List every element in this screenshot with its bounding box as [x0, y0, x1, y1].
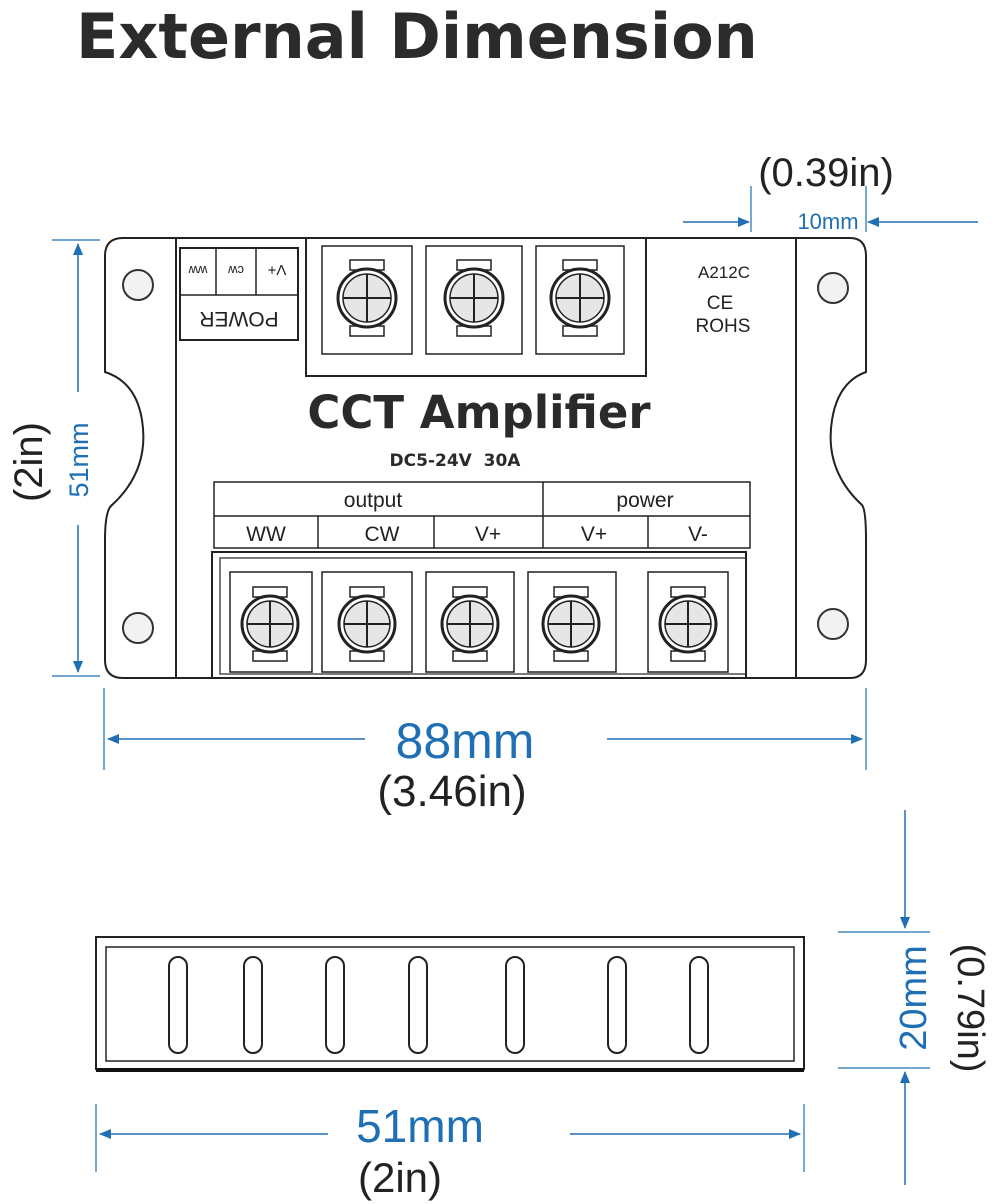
screw-terminal-icon [240, 586, 300, 662]
dim-bottom-in: (3.46in) [377, 767, 526, 816]
screw-terminal-icon [440, 586, 500, 662]
power-label-text: POWER [199, 307, 278, 330]
dimension-side-height: 20mm (0.79in) [838, 810, 991, 1185]
side-housing-outline [95, 936, 805, 1070]
power-group-label: power [616, 489, 673, 512]
model-number: A212C [698, 263, 750, 282]
ventilation-slot [325, 956, 345, 1054]
top-screw-group [336, 259, 611, 337]
ventilation-slot [408, 956, 428, 1054]
ventilation-slot [168, 956, 188, 1054]
power-terminal-label: V+ [267, 261, 286, 278]
dim-side-height-mm: 20mm [893, 945, 935, 1051]
ventilation-slot [607, 956, 627, 1054]
dim-bottom-mm: 88mm [396, 713, 535, 769]
side-housing-inner [105, 946, 795, 1062]
dim-left-mm: 51mm [64, 422, 94, 497]
ventilation-slot-group [168, 956, 709, 1054]
dimension-left-height: 51mm (2in) [7, 239, 100, 677]
screw-terminal-icon [443, 259, 505, 337]
screw-terminal-icon [658, 586, 718, 662]
bottom-screw-group [240, 586, 718, 662]
ventilation-slot [505, 956, 525, 1054]
screw-terminal-icon [549, 259, 611, 337]
dimension-top-width: 10mm (0.39in) [683, 151, 978, 234]
terminal-label-vplus: V+ [581, 523, 607, 546]
screw-terminal-icon [337, 586, 397, 662]
terminal-label-vminus: V- [688, 523, 708, 546]
mounting-hole-top-left [122, 269, 154, 301]
ce-mark: CE [707, 293, 733, 314]
dim-top-in: (0.39in) [758, 151, 894, 195]
dim-side-height-in: (0.79in) [949, 944, 991, 1073]
terminal-label-table: output power WW CW V+ V+ V- [213, 481, 751, 549]
dim-side-width-in: (2in) [358, 1154, 442, 1201]
ventilation-slot [243, 956, 263, 1054]
dim-top-mm: 10mm [797, 209, 858, 234]
dim-left-in: (2in) [7, 422, 51, 502]
screw-terminal-icon [336, 259, 398, 337]
ventilation-slot [689, 956, 709, 1054]
device-top-view: POWER V+ cw ww A212C CE ROHS CCT Amplifi… [104, 237, 867, 679]
power-terminal-label: ww [188, 263, 208, 278]
power-label-box: POWER V+ cw ww [179, 247, 299, 341]
screw-terminal-icon [541, 586, 601, 662]
rohs-mark: ROHS [696, 316, 751, 337]
terminal-label-ww: WW [246, 523, 286, 546]
product-spec: DC5-24V 30A [390, 451, 522, 471]
device-side-view [95, 936, 805, 1072]
mounting-hole-bottom-left [122, 612, 154, 644]
power-terminal-label: cw [227, 263, 244, 278]
mounting-hole-bottom-right [817, 608, 849, 640]
dimension-side-width: 51mm (2in) [95, 1100, 805, 1201]
dim-side-width-mm: 51mm [356, 1100, 484, 1152]
output-group-label: output [344, 489, 403, 512]
dimension-bottom-width: 88mm (3.46in) [103, 688, 867, 816]
page-title: External Dimension [76, 0, 758, 73]
terminal-label-cw: CW [365, 523, 400, 546]
terminal-label-vplus: V+ [475, 523, 501, 546]
product-name: CCT Amplifier [307, 386, 651, 439]
mounting-hole-top-right [817, 272, 849, 304]
